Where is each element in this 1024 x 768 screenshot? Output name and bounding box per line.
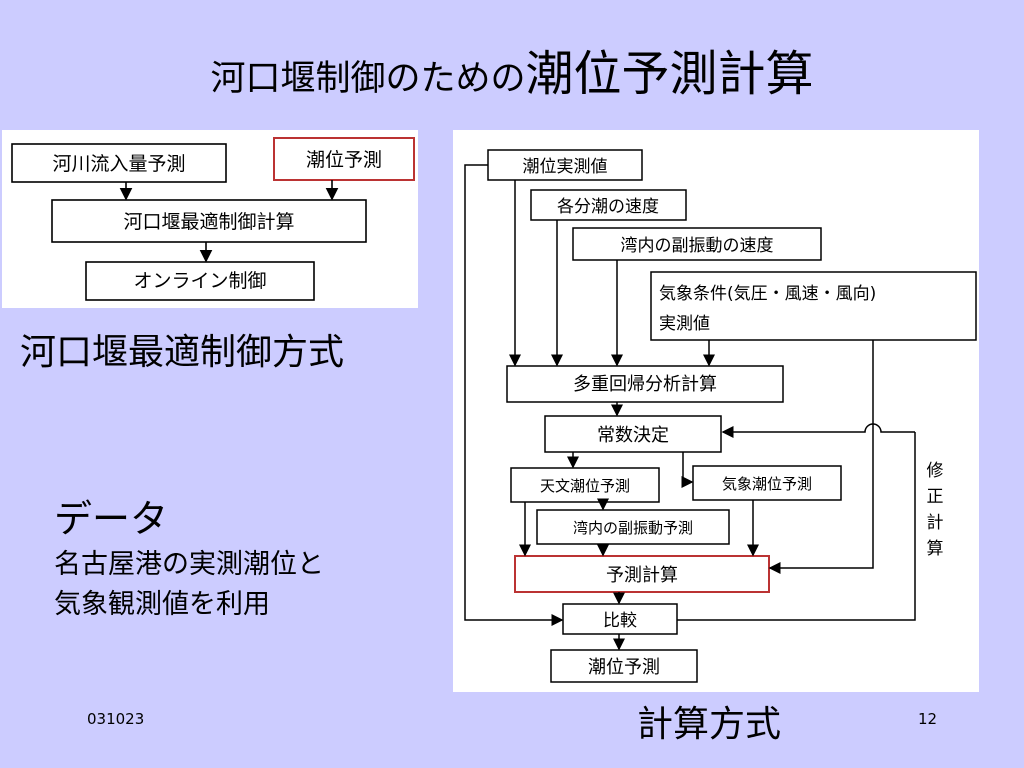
bay-oscillation-pred-box (536, 509, 730, 545)
tide-measured-label: 潮位実測値 (523, 157, 608, 177)
correction-calc-label: 修正計算 (927, 461, 944, 559)
comparison-label: 比較 (603, 611, 637, 631)
meteorological-label: 気象潮位予測 (722, 475, 812, 493)
prediction-calc-label: 予測計算 (606, 565, 678, 586)
prediction-calc-box (514, 555, 770, 593)
river-inflow-box (11, 143, 227, 183)
data-description-line-2: 気象観測値を利用 (54, 589, 270, 620)
bay-oscillation-pred-label: 湾内の副振動予測 (573, 519, 693, 537)
tide-prediction-box (273, 137, 415, 181)
regression-box (506, 365, 784, 403)
tide-prediction-label: 潮位予測 (306, 149, 382, 171)
optimal-control-label: 河口堰最適制御計算 (123, 211, 294, 233)
river-inflow-label: 河川流入量予測 (52, 153, 185, 175)
right-caption: 計算方式 (637, 704, 782, 745)
title-part-1: 河口堰制御のための (210, 59, 526, 99)
online-control-label: オンライン制御 (133, 270, 266, 292)
data-description-line-1: 名古屋港の実測潮位と (54, 549, 324, 580)
astronomical-box (510, 467, 660, 503)
left-flow-diagram: 河川流入量予測 潮位予測 河口堰最適制御計算 オンライン制御 (2, 130, 418, 308)
page-number: 12 (918, 710, 938, 728)
astronomical-label: 天文潮位予測 (540, 477, 630, 495)
bay-oscillation-speed-box (572, 227, 822, 261)
constants-label: 常数決定 (597, 425, 669, 446)
optimal-control-box (51, 199, 367, 243)
slide-title: 河口堰制御のための潮位予測計算 (0, 34, 1024, 104)
weather-conditions-label-1: 気象条件(気圧・風速・風向) (659, 284, 876, 304)
right-flow-diagram: 潮位実測値 各分潮の速度 湾内の副振動の速度 気象条件(気圧・風速・風向) 実測… (453, 130, 979, 692)
data-heading: データ (54, 497, 169, 541)
regression-label: 多重回帰分析計算 (573, 374, 717, 395)
weather-conditions-label-2: 実測値 (659, 314, 710, 334)
tidal-speed-label: 各分潮の速度 (557, 197, 659, 217)
footer-date: 031023 (87, 710, 145, 728)
constants-box (544, 415, 722, 453)
title-part-2: 潮位予測計算 (525, 46, 814, 102)
left-caption: 河口堰最適制御方式 (20, 332, 345, 373)
bay-oscillation-speed-label: 湾内の副振動の速度 (621, 236, 774, 256)
weather-conditions-box (650, 271, 977, 341)
final-tide-label: 潮位予測 (588, 657, 660, 678)
tidal-speed-box (530, 189, 687, 221)
